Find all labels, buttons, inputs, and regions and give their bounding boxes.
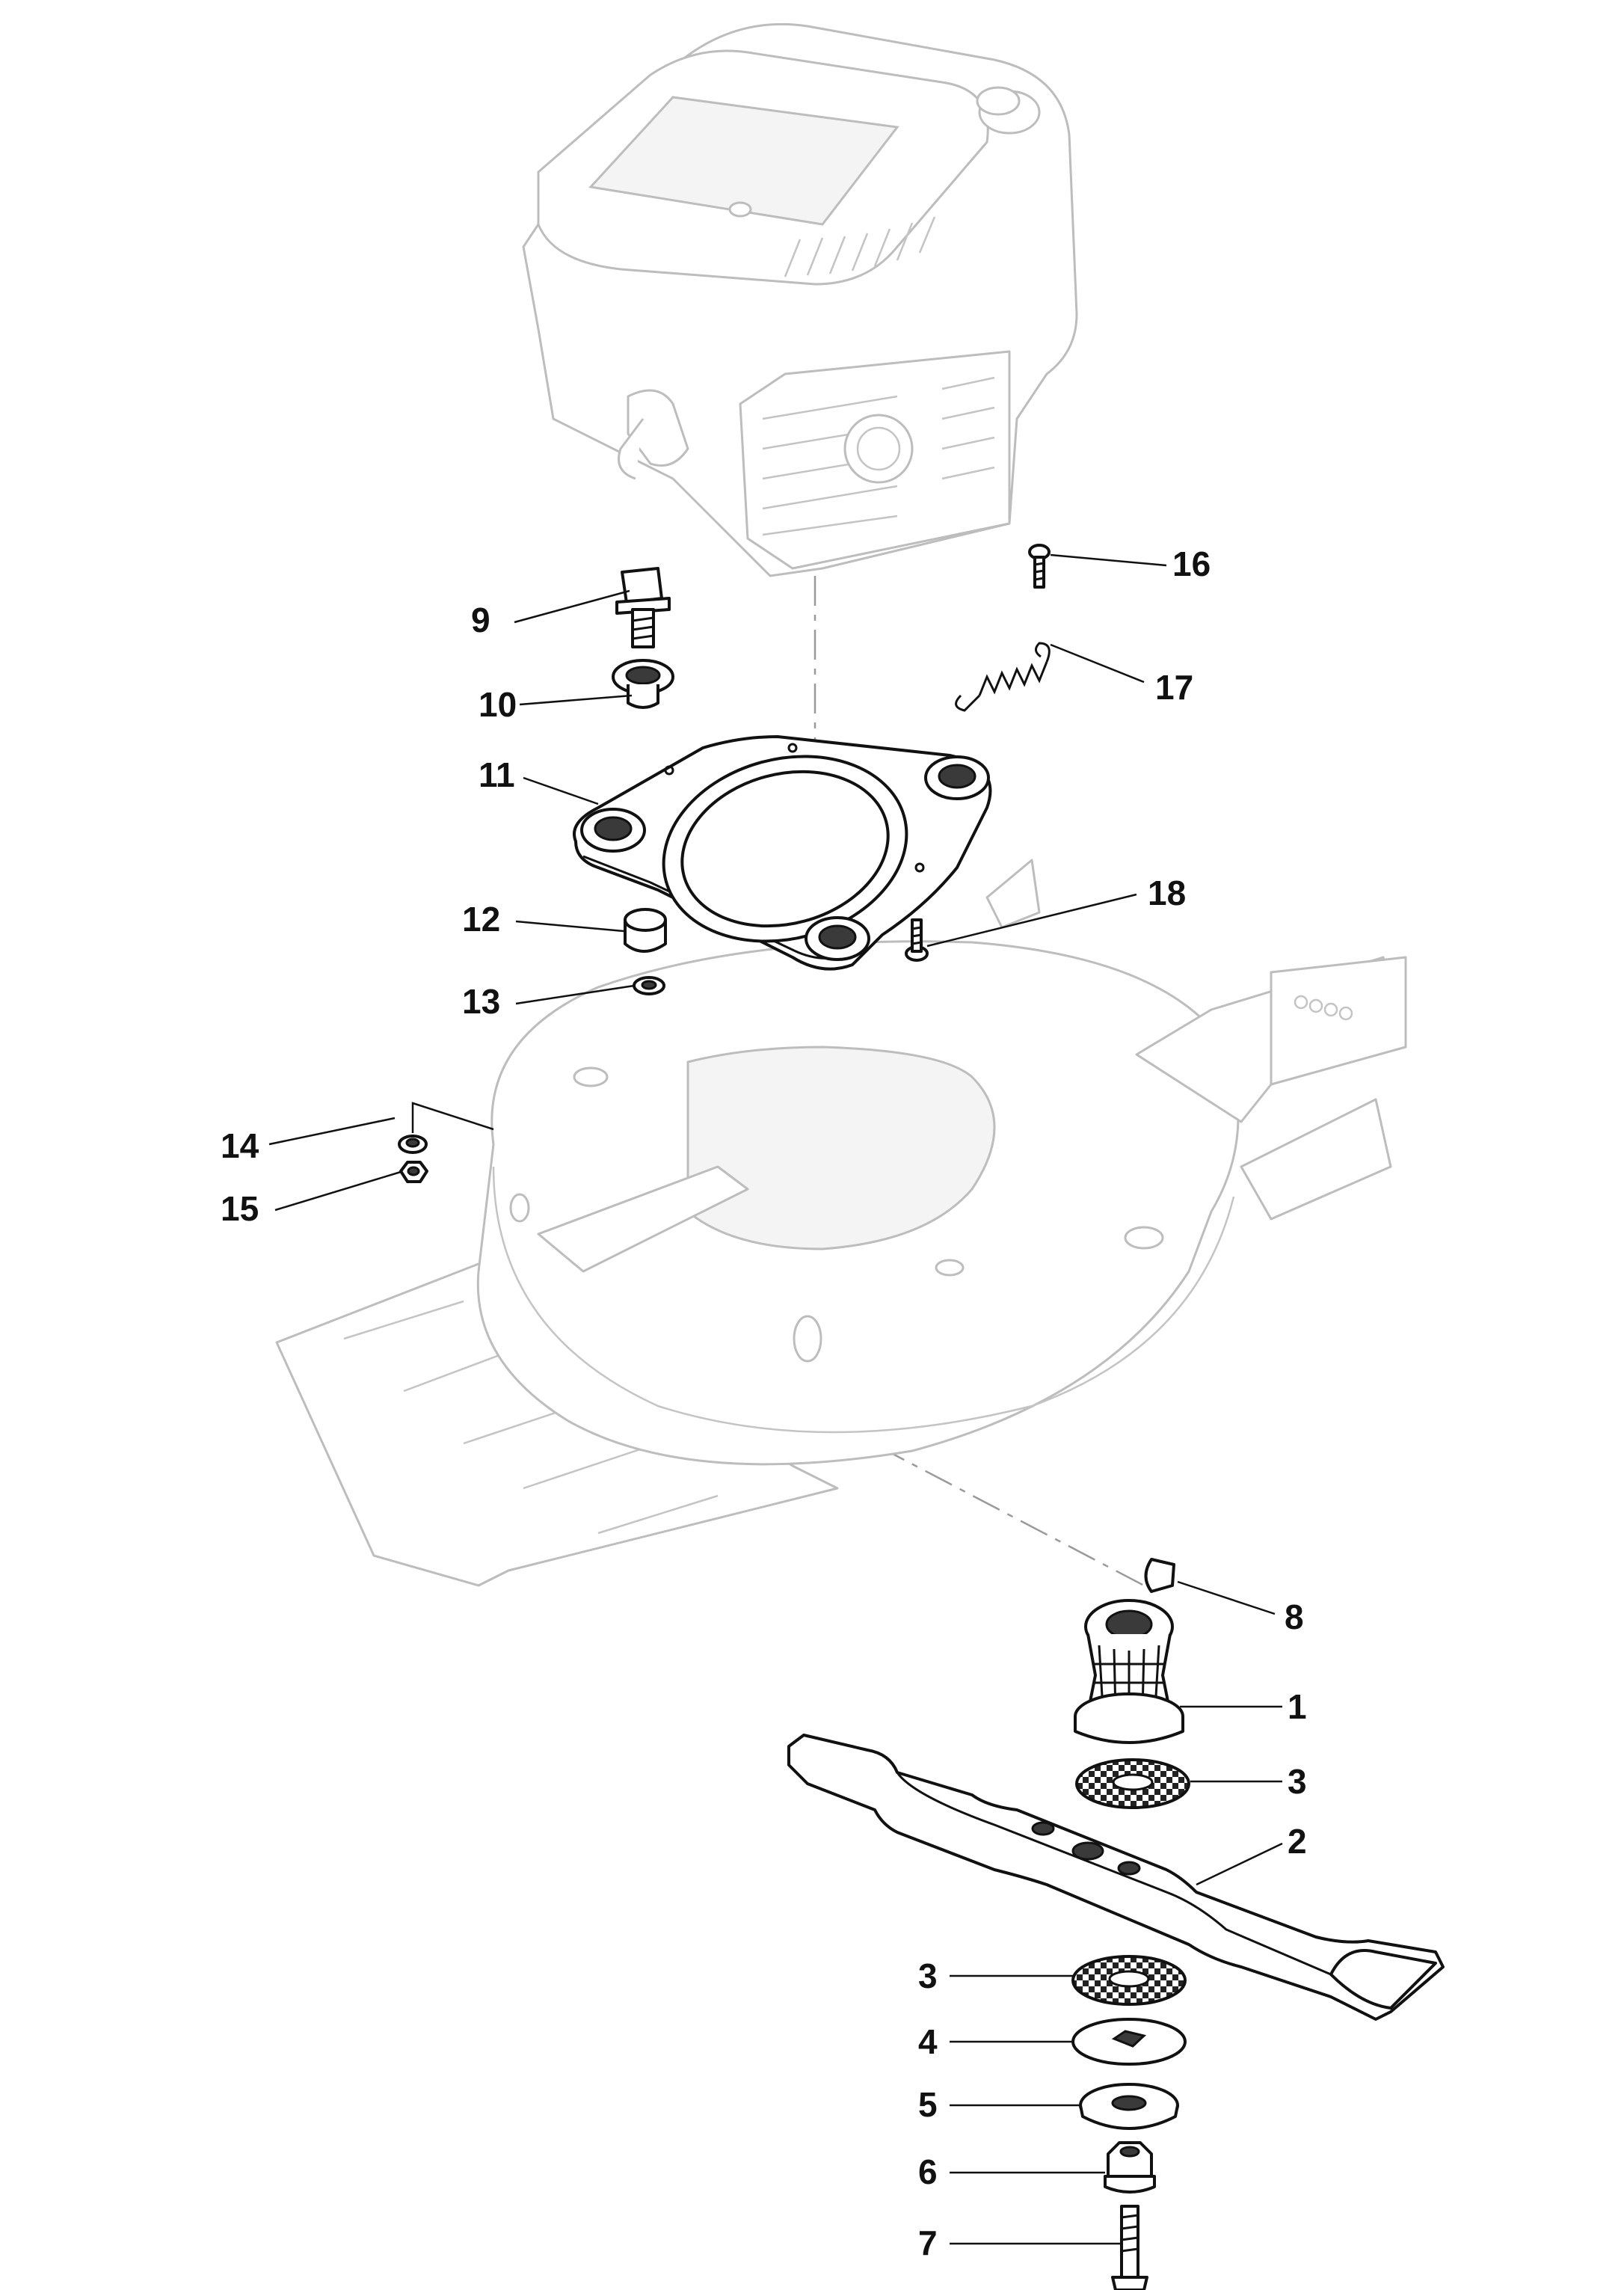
- leader-16: [1050, 553, 1167, 567]
- leader-13: [515, 984, 635, 1005]
- part-5-cup-washer: [1079, 2083, 1179, 2130]
- engine-ghost: [522, 22, 1078, 577]
- leader-10: [519, 694, 633, 706]
- leader-18: [926, 893, 1137, 948]
- callout-8: 8: [1285, 1597, 1304, 1636]
- part-4-keyed-washer: [1071, 2018, 1187, 2066]
- callout-3-upper: 3: [1288, 1762, 1307, 1801]
- callout-5: 5: [918, 2085, 938, 2124]
- callout-labels: 9 10 11 12 13 14 15 16 17 18 8 1 3 2 3 4…: [221, 544, 1307, 2262]
- part-3-lower-washer: [1071, 1955, 1187, 2006]
- part-10-bushing: [612, 659, 674, 709]
- callout-4: 4: [918, 2022, 938, 2061]
- part-12-spacer: [624, 908, 667, 953]
- callout-17: 17: [1155, 668, 1193, 707]
- callout-12: 12: [462, 900, 500, 939]
- leader-9: [514, 589, 630, 624]
- leader-15: [274, 1170, 402, 1212]
- callout-1: 1: [1288, 1687, 1307, 1726]
- callout-6: 6: [918, 2152, 938, 2191]
- callout-18: 18: [1148, 874, 1186, 912]
- callout-16: 16: [1172, 544, 1211, 583]
- callout-7: 7: [918, 2223, 938, 2262]
- leader-lines: [268, 553, 1283, 2245]
- bracket-14-15: [411, 1102, 494, 1133]
- callout-14: 14: [221, 1126, 259, 1165]
- part-11-flange-plate: [573, 735, 992, 971]
- part-9-bolt: [615, 567, 671, 648]
- callout-2: 2: [1288, 1822, 1307, 1861]
- callout-10: 10: [479, 685, 517, 724]
- part-1-blade-adapter: [1074, 1599, 1184, 1744]
- leader-14: [268, 1117, 396, 1146]
- part-13-washer: [633, 976, 665, 995]
- part-7-bolt: [1111, 2205, 1148, 2290]
- callout-13: 13: [462, 982, 500, 1021]
- part-18-screw: [905, 918, 929, 962]
- part-8-key: [1144, 1558, 1175, 1593]
- part-15-nut: [399, 1161, 428, 1183]
- callout-3-lower: 3: [918, 1956, 938, 1995]
- leader-11: [523, 776, 599, 805]
- leader-2: [1196, 1842, 1283, 1886]
- part-2-blade: [787, 1734, 1445, 2021]
- part-6-nut: [1104, 2141, 1156, 2194]
- leader-8: [1177, 1580, 1276, 1615]
- callout-9: 9: [471, 601, 490, 639]
- part-16-screw: [1028, 544, 1051, 589]
- part-14-washer: [398, 1135, 428, 1154]
- leader-17: [1050, 643, 1145, 684]
- callout-15: 15: [221, 1189, 259, 1228]
- part-17-spring: [955, 642, 1051, 712]
- part-3-upper-washer: [1075, 1758, 1190, 1809]
- leader-12: [515, 920, 624, 933]
- mower-deck-ghost: [275, 859, 1407, 1587]
- callout-11: 11: [479, 755, 515, 794]
